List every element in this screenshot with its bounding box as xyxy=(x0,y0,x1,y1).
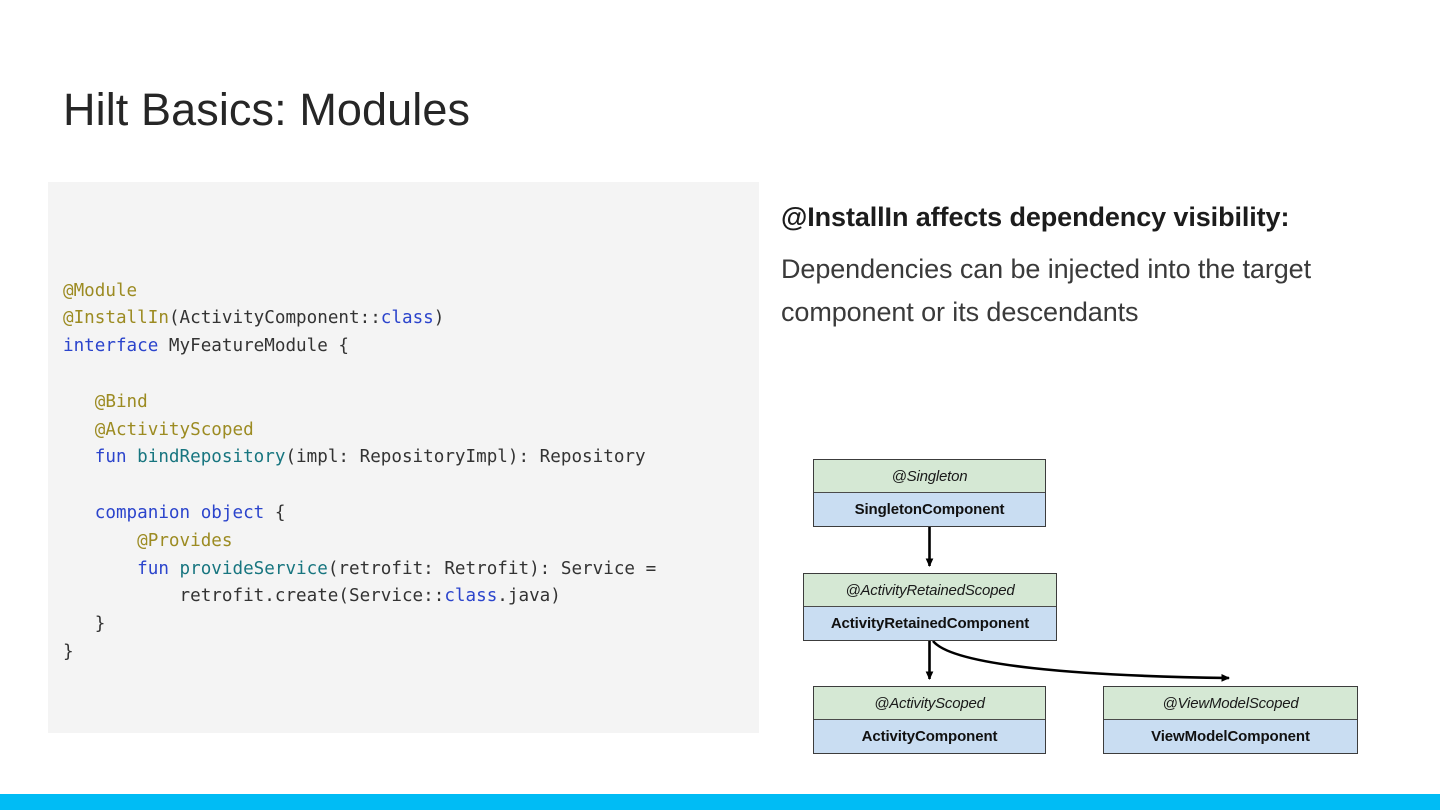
page-title: Hilt Basics: Modules xyxy=(63,84,471,135)
code-token: (retrofit: Retrofit): Service = xyxy=(327,558,657,579)
code-token: @InstallIn xyxy=(63,308,169,329)
code-token: } xyxy=(63,614,106,635)
code-token xyxy=(169,559,180,579)
node-scope-label: @Singleton xyxy=(814,460,1045,493)
code-token: class xyxy=(380,308,434,329)
code-token: @Provides xyxy=(137,530,233,551)
code-token xyxy=(63,420,95,440)
node-scope-label: @ActivityScoped xyxy=(814,687,1045,720)
code-token: interface xyxy=(63,336,159,357)
node-activity-retained-component[interactable]: @ActivityRetainedScoped ActivityRetained… xyxy=(803,573,1057,641)
callout-column: @InstallIn affects dependency visibility… xyxy=(781,200,1351,334)
code-token: ) xyxy=(433,308,445,329)
code-token: .java) xyxy=(497,586,561,607)
code-token: (impl: RepositoryImpl): Repository xyxy=(285,447,646,468)
code-token: bindRepository xyxy=(137,447,286,468)
code-token: retrofit.create(Service:: xyxy=(63,586,445,607)
code-token: companion object xyxy=(94,502,265,523)
node-component-label: ViewModelComponent xyxy=(1104,720,1357,753)
bottom-accent-bar xyxy=(0,794,1440,810)
code-token: provideService xyxy=(179,558,328,579)
code-token xyxy=(63,531,137,551)
callout-body: Dependencies can be injected into the ta… xyxy=(781,253,1311,328)
code-token xyxy=(127,447,138,467)
code-sample: @Module @InstallIn(ActivityComponent::cl… xyxy=(63,278,656,667)
code-token: fun xyxy=(94,447,127,468)
node-viewmodel-component[interactable]: @ViewModelScoped ViewModelComponent xyxy=(1103,686,1358,754)
diagram-edges xyxy=(925,527,1230,682)
code-token: { xyxy=(264,502,286,523)
code-token: @Module xyxy=(63,280,138,301)
code-token: fun xyxy=(137,558,169,579)
code-token xyxy=(63,392,95,412)
code-token: MyFeatureModule { xyxy=(158,336,350,357)
code-token xyxy=(63,447,95,467)
component-hierarchy-diagram: @Singleton SingletonComponent @ActivityR… xyxy=(781,440,1381,770)
node-component-label: ActivityComponent xyxy=(814,720,1045,753)
code-token: class xyxy=(444,586,498,607)
code-token: (ActivityComponent:: xyxy=(168,308,381,329)
node-scope-label: @ViewModelScoped xyxy=(1104,687,1357,720)
node-singleton-component[interactable]: @Singleton SingletonComponent xyxy=(813,459,1046,527)
code-panel: @Module @InstallIn(ActivityComponent::cl… xyxy=(48,182,759,733)
node-activity-component[interactable]: @ActivityScoped ActivityComponent xyxy=(813,686,1046,754)
node-component-label: SingletonComponent xyxy=(814,493,1045,526)
code-token: @Bind xyxy=(94,391,148,412)
code-token: } xyxy=(63,641,74,662)
code-token: @ActivityScoped xyxy=(94,419,254,440)
edge-retained-to-viewmodel xyxy=(931,640,1230,682)
callout-heading: @InstallIn affects dependency visibility… xyxy=(781,202,1290,232)
code-token xyxy=(63,503,95,523)
node-scope-label: @ActivityRetainedScoped xyxy=(804,574,1056,607)
code-token xyxy=(63,559,137,579)
node-component-label: ActivityRetainedComponent xyxy=(804,607,1056,640)
